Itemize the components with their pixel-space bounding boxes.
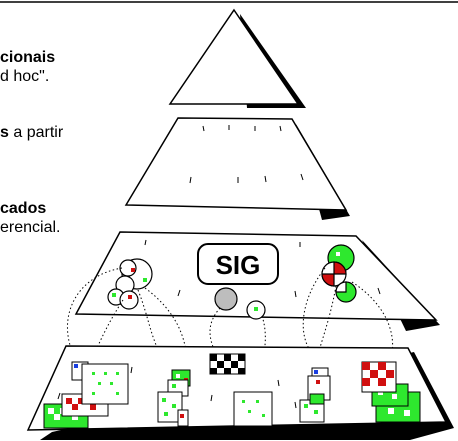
- left-layer-stack: [43, 361, 129, 429]
- text-block-2-bold: s: [0, 124, 9, 141]
- left-circle-cluster: [107, 258, 153, 310]
- level-2-ticks: [189, 125, 304, 184]
- text-block-1-line-1: cionais: [0, 49, 56, 66]
- text-block-2: s a partir: [0, 123, 63, 142]
- black-checker-grid: [209, 353, 246, 375]
- sig-label: SIG: [216, 250, 261, 280]
- middle-right-layer-stack: [299, 367, 331, 423]
- text-block-2-rest: a partir: [8, 124, 64, 141]
- base-face: [26, 345, 448, 431]
- text-block-3: cados erencial.: [0, 199, 60, 237]
- text-block-3-line-2: erencial.: [0, 219, 61, 236]
- small-node-dot: [254, 307, 258, 311]
- level-3-ticks: [144, 239, 381, 298]
- text-block-3-line-1: cados: [0, 200, 47, 217]
- sig-box: [197, 243, 279, 285]
- level-2-face: [124, 117, 348, 211]
- text-block-1-line-2: d hoc".: [0, 68, 50, 85]
- right-circle-cluster: [321, 244, 357, 303]
- text-block-1: cionais d hoc".: [0, 48, 55, 86]
- pyramid-level-3: SIG: [66, 231, 440, 391]
- text-block-2-line-1: s a partir: [0, 123, 63, 142]
- apex-face: [168, 8, 300, 105]
- pyramid-level-apex: [168, 8, 306, 108]
- gray-node: [214, 287, 238, 311]
- pyramid-level-2: [124, 117, 350, 220]
- center-grid: [233, 391, 273, 427]
- pyramid-level-base: [26, 345, 454, 440]
- middle-left-layer-stack: [157, 369, 191, 427]
- right-checker-stack: [361, 361, 421, 423]
